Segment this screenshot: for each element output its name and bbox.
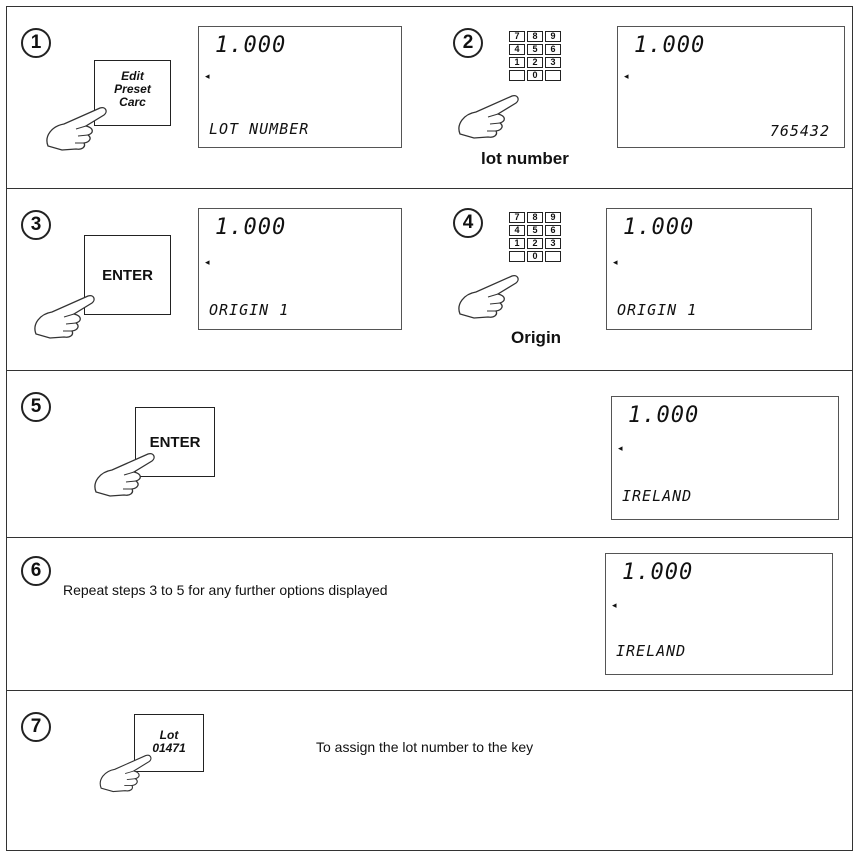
keypad-key-6[interactable]: 6 [545,225,561,236]
keypad-key-1[interactable]: 1 [509,57,525,68]
row-1 [6,6,853,188]
keypad-key-blank-left[interactable] [509,251,525,262]
edit-preset-carc-key[interactable]: Edit Preset Carc [94,60,171,126]
key-label-line-3: Carc [119,95,146,109]
keypad-key-0[interactable]: 0 [527,251,543,262]
arrow-left-icon: ◂ [613,257,618,267]
enter-key[interactable]: ENTER [135,407,215,477]
step-number-6: 6 [21,556,51,586]
keypad-key-5[interactable]: 5 [527,225,543,236]
row-4 [6,537,853,690]
enter-key-label: ENTER [149,434,201,451]
display-value: 1.000 [623,215,695,240]
display-text: 765432 [769,122,830,140]
step-number-3: 3 [21,210,51,240]
display-5: 1.000 ◂ IRELAND [611,396,839,520]
arrow-left-icon: ◂ [205,71,210,81]
step-number-4: 4 [453,208,483,238]
keypad-key-blank-right[interactable] [545,251,561,262]
arrow-left-icon: ◂ [205,257,210,267]
keypad-key-8[interactable]: 8 [527,31,543,42]
keypad-key-5[interactable]: 5 [527,44,543,55]
display-value: 1.000 [215,215,287,240]
keypad-key-7[interactable]: 7 [509,31,525,42]
step-7-instruction: To assign the lot number to the key [316,739,534,755]
display-6: 1.000 ◂ IRELAND [605,553,833,675]
keypad-key-2[interactable]: 2 [527,57,543,68]
keypad-key-3[interactable]: 3 [545,238,561,249]
keypad-key-7[interactable]: 7 [509,212,525,223]
display-text: IRELAND [622,487,693,505]
keypad-key-9[interactable]: 9 [545,212,561,223]
key-label-line-2: 01471 [152,741,186,755]
step-number-7: 7 [21,712,51,742]
origin-caption: Origin [511,328,562,347]
pointing-hand-icon [458,274,519,319]
key-label-line-1: Lot [159,728,179,742]
display-value: 1.000 [215,33,287,58]
display-value: 1.000 [628,403,700,428]
keypad-key-blank-right[interactable] [545,70,561,81]
keypad-key-8[interactable]: 8 [527,212,543,223]
numeric-keypad[interactable]: 7 8 9 4 5 6 1 2 3 0 [509,31,567,87]
display-text: LOT NUMBER [209,120,310,138]
step-number-1: 1 [21,28,51,58]
keypad-key-blank-left[interactable] [509,70,525,81]
display-2: 1.000 ◂ 765432 [617,26,845,148]
enter-key[interactable]: ENTER [84,235,171,315]
row-5 [6,690,853,851]
step-number-2: 2 [453,28,483,58]
pointing-hand-icon [46,106,107,151]
keypad-key-4[interactable]: 4 [509,225,525,236]
keypad-key-6[interactable]: 6 [545,44,561,55]
pointing-hand-icon [458,94,519,139]
display-value: 1.000 [622,560,694,585]
lot-number-caption: lot number [481,149,569,168]
row-2 [6,188,853,370]
display-4: 1.000 ◂ ORIGIN 1 [606,208,812,330]
keypad-key-3[interactable]: 3 [545,57,561,68]
key-label-line-1: Edit [121,69,144,83]
arrow-left-icon: ◂ [624,71,629,81]
pointing-hand-icon [94,452,155,497]
row-3 [6,370,853,537]
enter-key-label: ENTER [102,267,153,284]
step-6-instruction: Repeat steps 3 to 5 for any further opti… [63,582,388,598]
pointing-hand-icon [99,754,152,793]
numeric-keypad[interactable]: 7 8 9 4 5 6 1 2 3 0 [509,212,567,268]
display-text: ORIGIN 1 [209,301,290,319]
keypad-key-1[interactable]: 1 [509,238,525,249]
keypad-key-4[interactable]: 4 [509,44,525,55]
step-number-5: 5 [21,392,51,422]
display-3: 1.000 ◂ ORIGIN 1 [198,208,402,330]
arrow-left-icon: ◂ [612,600,617,610]
display-1: 1.000 ◂ LOT NUMBER [198,26,402,148]
display-value: 1.000 [634,33,706,58]
keypad-key-2[interactable]: 2 [527,238,543,249]
key-label-line-2: Preset [114,82,151,96]
display-text: IRELAND [616,642,687,660]
display-text: ORIGIN 1 [617,301,698,319]
keypad-key-0[interactable]: 0 [527,70,543,81]
arrow-left-icon: ◂ [618,443,623,453]
pointing-hand-icon [34,294,95,339]
keypad-key-9[interactable]: 9 [545,31,561,42]
